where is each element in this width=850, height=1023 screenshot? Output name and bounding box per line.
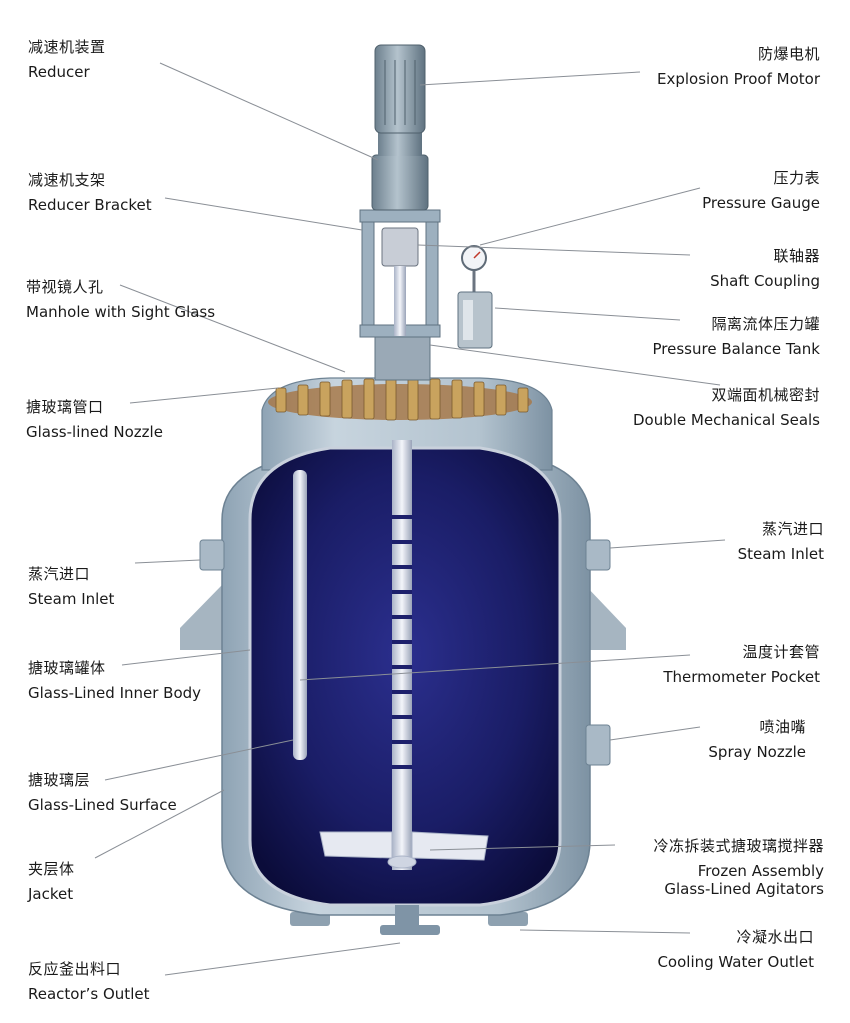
- label-en: Double Mechanical Seals: [632, 411, 820, 429]
- label-thermometer-pocket: 温度计套管 Thermometer Pocket: [663, 643, 820, 686]
- label-zh: 喷油嘴: [759, 718, 806, 736]
- label-zh: 夹层体: [28, 860, 75, 878]
- label-en: Glass-Lined Surface: [28, 796, 177, 814]
- label-en: Jacket: [28, 885, 74, 903]
- label-en: Reactor’s Outlet: [28, 985, 150, 1003]
- label-inner-body: 搪玻璃罐体 Glass-Lined Inner Body: [28, 659, 201, 702]
- label-en: Shaft Coupling: [710, 272, 820, 290]
- label-zh: 双端面机械密封: [711, 386, 820, 404]
- label-pressure-gauge: 压力表 Pressure Gauge: [702, 169, 820, 212]
- label-zh: 冷冻拆装式搪玻璃搅拌器: [653, 837, 824, 855]
- label-en: Reducer Bracket: [28, 196, 152, 214]
- label-motor: 防爆电机 Explosion Proof Motor: [657, 45, 820, 88]
- upper-shaft: [394, 266, 406, 336]
- pressure-gauge-dial: [461, 245, 487, 295]
- label-glass-lined-nozzle: 搪玻璃管口 Glass-lined Nozzle: [26, 398, 163, 441]
- coupling: [381, 227, 419, 267]
- label-en-2: Glass-Lined Agitators: [664, 880, 824, 898]
- label-en: Pressure Balance Tank: [652, 340, 820, 358]
- label-agitators: 冷冻拆装式搪玻璃搅拌器 Frozen Assembly Glass-Lined …: [653, 837, 824, 898]
- label-zh: 减速机装置: [28, 38, 106, 56]
- thermometer-pocket-tube: [293, 470, 307, 760]
- label-reactor-outlet: 反应釜出料口 Reactor’s Outlet: [28, 960, 149, 1003]
- label-en: Spray Nozzle: [708, 743, 806, 761]
- seal-housing: [374, 334, 431, 381]
- label-cooling-water-outlet: 冷凝水出口 Cooling Water Outlet: [657, 928, 814, 971]
- label-steam-inlet-left: 蒸汽进口 Steam Inlet: [28, 565, 114, 608]
- label-en: Explosion Proof Motor: [656, 70, 820, 88]
- tank-window: [463, 300, 473, 340]
- label-zh: 冷凝水出口: [736, 928, 814, 946]
- label-steam-inlet-right: 蒸汽进口 Steam Inlet: [738, 520, 824, 563]
- label-zh: 反应釜出料口: [28, 960, 122, 978]
- label-shaft-coupling: 联轴器 Shaft Coupling: [710, 247, 820, 290]
- label-glass-lined-surface: 搪玻璃层 Glass-Lined Surface: [28, 771, 177, 814]
- label-en: Frozen Assembly: [697, 862, 824, 880]
- reducer-body: [371, 154, 429, 211]
- label-pressure-balance-tank: 隔离流体压力罐 Pressure Balance Tank: [653, 315, 820, 358]
- label-zh: 防爆电机: [757, 45, 820, 63]
- agitator-shaft: [392, 440, 412, 870]
- label-zh: 隔离流体压力罐: [711, 315, 820, 333]
- label-zh: 压力表: [773, 169, 820, 187]
- label-spray-nozzle: 喷油嘴 Spray Nozzle: [708, 718, 806, 761]
- label-reducer-bracket: 减速机支架 Reducer Bracket: [28, 171, 152, 214]
- label-zh: 带视镜人孔: [26, 278, 104, 296]
- label-en: Glass-Lined Inner Body: [28, 684, 202, 702]
- motor-body: [374, 44, 426, 134]
- label-en: Steam Inlet: [28, 590, 115, 608]
- label-zh: 搪玻璃层: [28, 771, 91, 789]
- label-zh: 搪玻璃管口: [26, 398, 104, 416]
- label-zh: 蒸汽进口: [761, 520, 824, 538]
- label-en: Thermometer Pocket: [663, 668, 820, 686]
- label-manhole: 带视镜人孔 Manhole with Sight Glass: [26, 278, 215, 321]
- shaft-marks: [392, 515, 412, 769]
- label-en: Reducer: [28, 63, 90, 81]
- label-en: Glass-lined Nozzle: [26, 423, 163, 441]
- label-en: Steam Inlet: [737, 545, 824, 563]
- label-jacket: 夹层体 Jacket: [28, 860, 75, 903]
- label-zh: 温度计套管: [742, 643, 820, 661]
- support-lugs: [180, 585, 626, 650]
- flange-bolts: [268, 377, 532, 421]
- label-zh: 蒸汽进口: [28, 565, 91, 583]
- label-zh: 搪玻璃罐体: [28, 659, 106, 677]
- label-en: Manhole with Sight Glass: [26, 303, 216, 321]
- agitator-blades: [319, 831, 489, 869]
- label-reducer: 减速机装置 Reducer: [28, 38, 106, 81]
- label-mechanical-seals: 双端面机械密封 Double Mechanical Seals: [633, 386, 820, 429]
- label-zh: 减速机支架: [28, 171, 106, 189]
- side-nozzles: [199, 539, 611, 766]
- label-zh: 联轴器: [773, 247, 820, 265]
- bottom-outlet: [395, 905, 419, 927]
- reducer-bracket-frame: [359, 209, 441, 338]
- label-en: Pressure Gauge: [702, 194, 820, 212]
- motor-fins: [384, 60, 416, 125]
- reducer-neck: [378, 130, 422, 156]
- label-en: Cooling Water Outlet: [657, 953, 814, 971]
- leader-lines: [94, 62, 726, 976]
